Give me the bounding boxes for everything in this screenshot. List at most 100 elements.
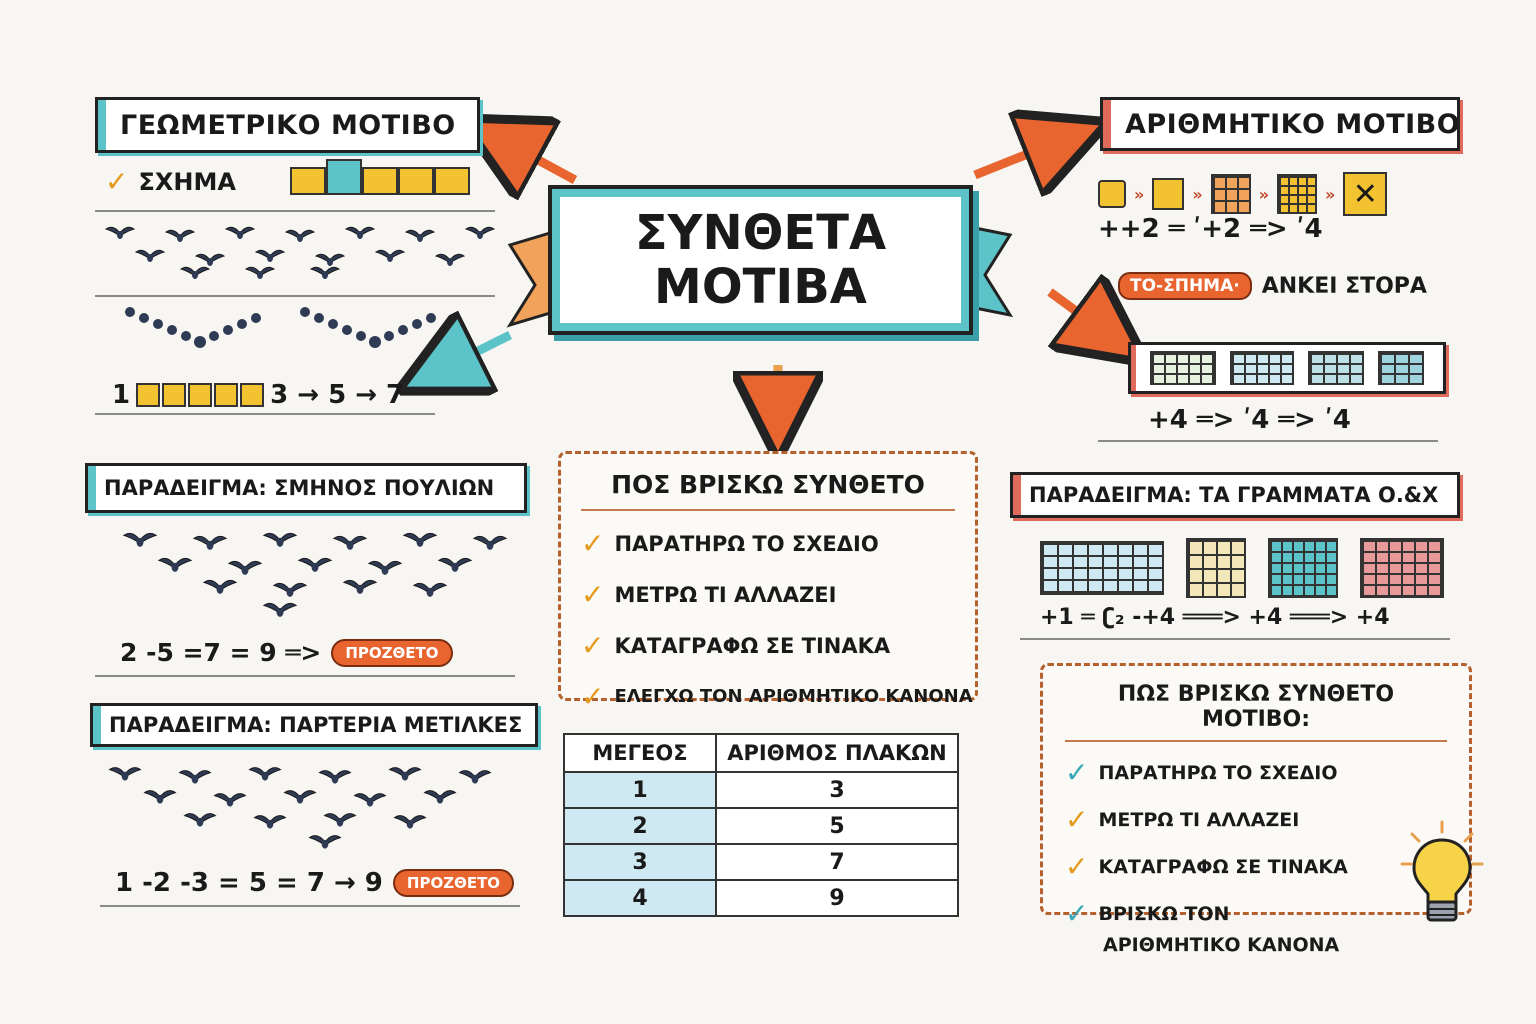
bird-icon xyxy=(244,266,276,279)
bird-icon xyxy=(248,767,282,781)
check-icon: ✓ xyxy=(581,578,605,611)
bird-icon xyxy=(253,815,287,829)
center-title-line1: ΣΥΝΘΕΤΑ xyxy=(634,205,887,261)
shape-row: ✓ ΣΧΗΜΑ xyxy=(105,165,236,198)
bird-icon xyxy=(393,815,427,829)
check-icon: ✓ xyxy=(1065,897,1089,930)
bird-icon xyxy=(308,835,342,849)
bird-flock-2 xyxy=(122,532,508,617)
bird-icon xyxy=(213,793,247,807)
arrow-to-birds xyxy=(430,335,513,375)
check-icon: ✓ xyxy=(1065,803,1089,836)
how-find-item: ✓ΕΛΕΓΧΩ ΤΟΝ ΑΡΙΘΜΗΤΙΚΟ ΚΑΝΟΝΑ xyxy=(581,680,973,713)
bird-icon xyxy=(353,793,387,807)
table-header-count: ΑΡΙΘΜΟΣ ΠΛΑΚΩΝ xyxy=(715,733,959,773)
bird-vshape xyxy=(125,307,436,348)
bird-icon xyxy=(284,229,316,242)
how-find-item: ✓ΜΕΤΡΩ ΤΙ ΑΛΛΑΖΕΙ xyxy=(581,578,837,611)
tile-grid-box xyxy=(1128,342,1446,394)
arrow-to-geometric xyxy=(492,135,578,180)
example-letters-sequence: +1 ═ ʗ₂ -+4 ═══> +4 ═══> +4 xyxy=(1040,605,1390,630)
letter-grids-row xyxy=(1040,538,1444,598)
bird-icon xyxy=(404,229,436,242)
arithmetic-title: ΑΡΙΘΜΗΤΙΚΟ ΜΟΤΙΒΟ xyxy=(1100,97,1460,151)
bird-icon xyxy=(192,535,228,550)
bird-icon xyxy=(402,532,438,547)
bird-icon xyxy=(179,266,211,279)
how-find-panel: ΠΟΣ ΒΡΙΣΚΩ ΣΥΝΘΕΤΟ ✓ΠΑΡΑΤΗΡΩ ΤΟ ΣΧΕΔΙΟ ✓… xyxy=(558,451,978,713)
growing-blocks-row: » » » » ✕ xyxy=(1098,172,1388,216)
bird-icon xyxy=(318,770,352,784)
bird-icon xyxy=(178,770,212,784)
bird-icon xyxy=(143,790,177,804)
check-icon: ✓ xyxy=(581,527,605,560)
arithmetic-seq-1: ++2 ═ ʹ+2 ═> ʹ4 xyxy=(1098,214,1323,244)
geometric-title: ΓΕΩΜΕΤΡΙΚΟ ΜΟΤΙΒΟ xyxy=(95,97,480,153)
arrow-to-tiles-row xyxy=(1047,292,1118,342)
geometric-sequence: 1 3 → 5 → 7 xyxy=(112,380,405,410)
bird-icon xyxy=(388,767,422,781)
bird-icon xyxy=(323,813,357,827)
check-icon: ✓ xyxy=(105,165,129,198)
motif-item: ✓ΒΡΙΣΚΩ ΤΟΝ xyxy=(1065,897,1230,930)
center-title-box: ΣΥΝΘΕΤΑ ΜΟΤΙΒΑ xyxy=(548,185,973,335)
bird-icon xyxy=(344,226,376,239)
bird-icon xyxy=(157,557,193,572)
bird-icon xyxy=(332,535,368,550)
example-tiles-sequence: 1 -2 -3 = 5 = 7 → 9 ΠΡΟΖΘΕΤΟ xyxy=(115,868,515,898)
bird-flock-3 xyxy=(108,767,492,849)
bird-icon xyxy=(262,602,298,617)
bird-icon xyxy=(464,226,496,239)
bird-icon xyxy=(227,560,263,575)
o-grid-wide xyxy=(1040,541,1164,595)
bird-icon xyxy=(437,557,473,572)
example-birds-title: ΠΑΡΑΔΕΙΓΜΑ: ΣΜΗΝΟΣ ΠΟΥΛΙΩΝ xyxy=(85,463,527,513)
motif-item: ✓ΚΑΤΑΓΡΑΦΩ ΣΕ ΤΙΝΑΚΑ xyxy=(1065,850,1348,883)
bird-icon xyxy=(374,249,406,262)
center-title-line2: ΜΟΤΙΒΑ xyxy=(654,259,867,315)
bird-icon xyxy=(272,582,308,597)
bird-icon xyxy=(134,249,166,262)
motif-item: ✓ΜΕΤΡΩ ΤΙ ΑΛΛΑΖΕΙ xyxy=(1065,803,1300,836)
bird-v-left xyxy=(125,307,261,348)
bird-icon xyxy=(297,557,333,572)
check-icon: ✓ xyxy=(581,629,605,662)
x-pattern-icon: ✕ xyxy=(1343,172,1388,216)
o-grid xyxy=(1186,538,1246,598)
bird-icon xyxy=(194,253,226,266)
arithmetic-seq-2: +4 ═> ʹ4 ═> ʹ4 xyxy=(1148,405,1351,435)
x-grid-teal xyxy=(1268,538,1338,598)
bird-icon xyxy=(104,226,136,239)
how-find-motif-panel: ΠΩΣ ΒΡΙΣΚΩ ΣΥΝΘΕΤΟ ΜΟΤΙΒΟ: ✓ΠΑΡΑΤΗΡΩ ΤΟ … xyxy=(1040,663,1472,956)
example-letters-title: ΠΑΡΑΔΕΙΓΜΑ: ΤΑ ΓΡΑΜΜΑΤΑ Ο.&Χ xyxy=(1010,472,1460,518)
bird-icon xyxy=(224,226,256,239)
x-grid-red xyxy=(1360,538,1444,598)
shape-label: ΣΧΗΜΑ xyxy=(138,167,236,196)
bird-icon xyxy=(342,579,378,594)
bird-icon xyxy=(458,770,492,784)
bird-icon xyxy=(423,790,457,804)
example-tiles-title: ΠΑΡΑΔΕΙΓΜΑ: ΠΑΡΤΕΡΙΑ ΜΕΤΙΛΚΕΣ xyxy=(90,703,538,747)
bird-flock-1 xyxy=(104,226,496,279)
table-header-size: ΜΕΓΕΟΣ xyxy=(563,733,717,773)
bird-icon xyxy=(122,532,158,547)
bird-icon xyxy=(254,249,286,262)
how-find-item: ✓ΚΑΤΑΓΡΑΦΩ ΣΕ ΤΙΝΑΚΑ xyxy=(581,629,891,662)
shape-blocks xyxy=(290,159,470,195)
bird-icon xyxy=(309,266,341,279)
motif-item: ✓ΠΑΡΑΤΗΡΩ ΤΟ ΣΧΕΔΙΟ xyxy=(1065,756,1338,789)
how-find-motif-title: ΠΩΣ ΒΡΙΣΚΩ ΣΥΝΘΕΤΟ ΜΟΤΙΒΟ: xyxy=(1065,682,1447,742)
how-find-item: ✓ΠΑΡΑΤΗΡΩ ΤΟ ΣΧΕΔΙΟ xyxy=(581,527,879,560)
arrow-to-arithmetic xyxy=(973,135,1075,175)
bird-icon xyxy=(434,253,466,266)
bird-v-right xyxy=(300,307,436,348)
lightbulb-icon xyxy=(1400,820,1484,922)
bird-icon xyxy=(367,560,403,575)
arithmetic-note: ΤΟ-ΣΠΗΜΑ· ΑΝΚΕΙ ΣΤΟΡΑ xyxy=(1118,272,1427,300)
check-icon: ✓ xyxy=(581,680,605,713)
bird-icon xyxy=(472,535,508,550)
